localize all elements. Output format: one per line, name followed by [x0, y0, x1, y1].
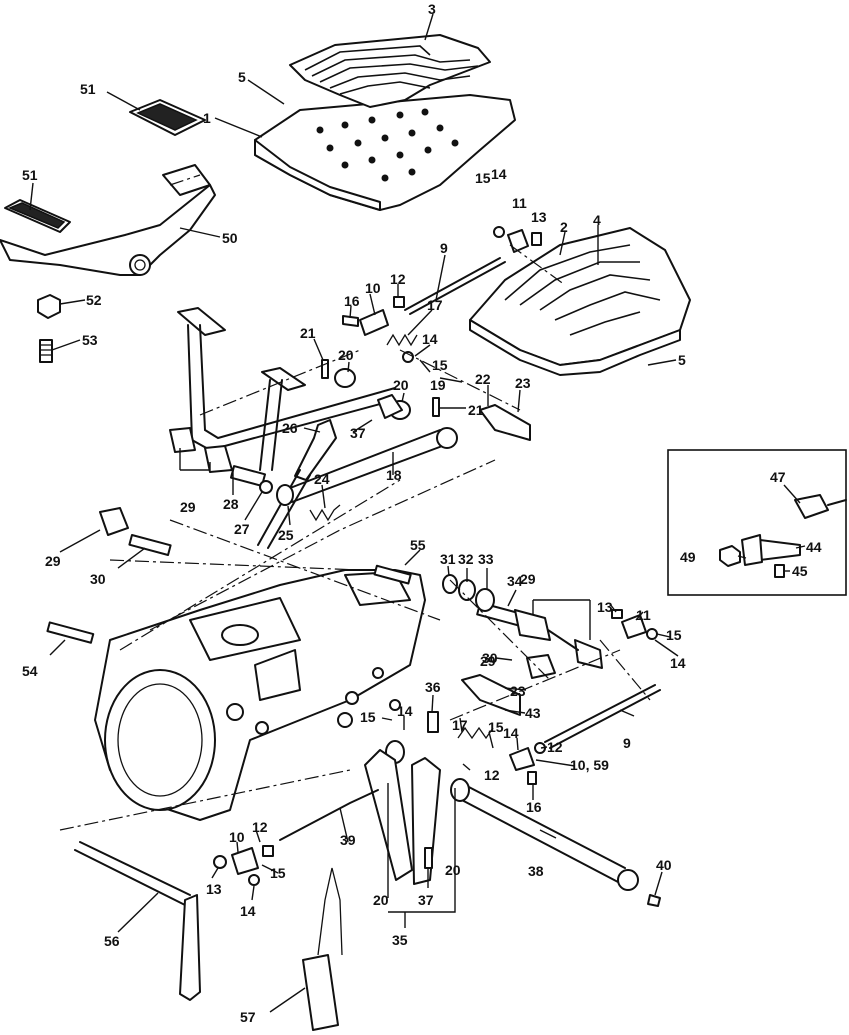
callout-label: 18: [386, 467, 402, 483]
callout-label: 55: [410, 537, 426, 553]
callout-label: 15: [360, 709, 376, 725]
callout-label: 20: [373, 892, 389, 908]
callout-label: 37: [418, 892, 434, 908]
callout-label: 5: [238, 69, 246, 85]
left-parts: [46, 507, 412, 1031]
floor-mat-top: [289, 34, 491, 108]
callout-label: 21: [468, 402, 484, 418]
inset-box: [667, 449, 847, 596]
callout-label: 14: [422, 331, 438, 347]
callout-label: 39: [340, 832, 356, 848]
callout-label: 9: [440, 240, 448, 256]
callout-label: 21: [300, 325, 316, 341]
callout-label: 50: [222, 230, 238, 246]
floor-plate: [254, 94, 516, 211]
callout-label: 30: [482, 650, 498, 666]
callout-label: 14: [503, 725, 519, 741]
callout-label: 29: [180, 499, 196, 515]
callout-label: 17: [427, 297, 443, 313]
callout-label: 12: [252, 819, 268, 835]
callout-label: 30: [90, 571, 106, 587]
callout-label: 27: [234, 521, 250, 537]
callout-label: 51: [80, 81, 96, 97]
callout-label: 20: [445, 862, 461, 878]
callout-label: 10: [229, 829, 245, 845]
callout-label: 15: [666, 627, 682, 643]
callout-label: 13: [597, 599, 613, 615]
callout-label: 12: [390, 271, 406, 287]
callout-label: 14: [397, 703, 413, 719]
callout-label: 29: [520, 571, 536, 587]
callout-label: 51: [22, 167, 38, 183]
callout-label: 26: [282, 420, 298, 436]
brake-pedal: [0, 99, 216, 276]
callout-label: 36: [425, 679, 441, 695]
callout-label: 11: [512, 195, 527, 211]
callout-label: 11: [636, 607, 651, 623]
callout-label: 38: [528, 863, 544, 879]
callout-label: 13: [531, 209, 547, 225]
callout-label: 45: [792, 563, 808, 579]
callout-label: 43: [525, 705, 541, 721]
callout-label: 17: [452, 717, 468, 733]
callout-label: 52: [86, 292, 102, 308]
leader-lines: [29, 13, 806, 1013]
callout-label: 14: [240, 903, 256, 919]
callout-label: 24: [314, 471, 330, 487]
callout-label: 16: [344, 293, 360, 309]
callout-label: 16: [526, 799, 542, 815]
callout-label: 57: [240, 1009, 256, 1025]
callout-label: 15: [475, 170, 491, 186]
callout-label: 15: [488, 719, 504, 735]
callout-label: 14: [670, 655, 686, 671]
callout-label: 14: [491, 166, 507, 182]
callout-label: 19: [430, 377, 446, 393]
callout-label: 23: [510, 683, 526, 699]
upper-linkage: [169, 226, 542, 549]
callout-label: 9: [623, 735, 631, 751]
callout-label: 15: [432, 357, 448, 373]
callout-label: 5: [678, 352, 686, 368]
callout-label: 54: [22, 663, 38, 679]
callout-label: 31: [440, 551, 456, 567]
callout-label: 32: [458, 551, 474, 567]
callout-label: 29: [480, 653, 496, 669]
callout-label: 29: [45, 553, 61, 569]
callout-label: 22: [475, 371, 491, 387]
callout-label: 49: [680, 549, 696, 565]
callout-label: 10, 59: [570, 757, 609, 773]
callout-label: 44: [806, 539, 822, 555]
callout-label: 4: [593, 212, 601, 228]
callout-label: 34: [507, 573, 523, 589]
callout-label: 56: [104, 933, 120, 949]
floor-mat-right: [469, 227, 691, 376]
callout-label: 15: [270, 865, 286, 881]
callout-label: 3: [428, 1, 436, 17]
callout-label: 37: [350, 425, 366, 441]
callout-label: 20: [338, 347, 354, 363]
transmission-housing: [94, 569, 426, 821]
callout-label: 20: [393, 377, 409, 393]
callout-label: 12: [484, 767, 500, 783]
callout-label: 12: [547, 739, 563, 755]
callout-label: 23: [515, 375, 531, 391]
callout-label: 28: [223, 496, 239, 512]
callout-labels: 1 2 3 4 5 5 9 9 10 10 10, 59 11 11 12 12…: [22, 1, 822, 1025]
callout-label: 53: [82, 332, 98, 348]
callout-label: 25: [278, 527, 294, 543]
callout-label: 13: [206, 881, 222, 897]
nut-and-bolt-52-53: [37, 294, 61, 363]
callout-label: 10: [365, 280, 381, 296]
callout-label: 47: [770, 469, 786, 485]
callout-label: 33: [478, 551, 494, 567]
callout-label: 40: [656, 857, 672, 873]
center-lines: [59, 174, 651, 831]
callout-label: 2: [560, 219, 568, 235]
callout-label: 1: [203, 110, 211, 126]
callout-label: 35: [392, 932, 408, 948]
